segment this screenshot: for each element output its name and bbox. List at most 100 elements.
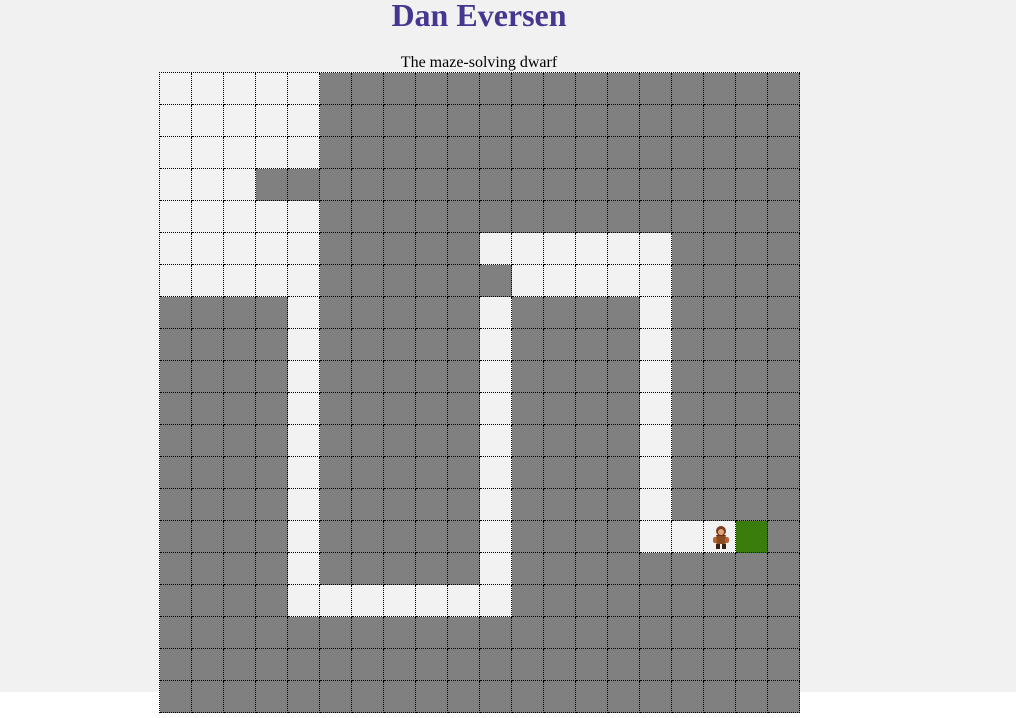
maze-wall-cell [704, 137, 736, 169]
maze-wall-cell [224, 297, 256, 329]
maze-wall-cell [256, 649, 288, 681]
maze-wall-cell [544, 585, 576, 617]
maze-wall-cell [160, 329, 192, 361]
maze-wall-cell [544, 297, 576, 329]
maze-wall-cell [384, 265, 416, 297]
maze-wall-cell [192, 649, 224, 681]
maze-wall-cell [192, 425, 224, 457]
maze-wall-cell [544, 649, 576, 681]
maze-wall-cell [544, 521, 576, 553]
maze-wall-cell [768, 553, 800, 585]
maze-wall-cell [352, 457, 384, 489]
maze-wall-cell [160, 297, 192, 329]
maze-wall-cell [768, 649, 800, 681]
maze-path-cell [576, 265, 608, 297]
maze-wall-cell [608, 105, 640, 137]
maze-path-cell [192, 73, 224, 105]
page-title: Dan Eversen [391, 0, 567, 33]
maze-path-cell [288, 297, 320, 329]
maze-wall-cell [320, 105, 352, 137]
maze-wall-cell [768, 361, 800, 393]
maze-path-cell [512, 233, 544, 265]
maze-wall-cell [480, 649, 512, 681]
maze-wall-cell [384, 649, 416, 681]
maze-wall-cell [224, 649, 256, 681]
maze-wall-cell [608, 169, 640, 201]
maze-wall-cell [384, 457, 416, 489]
maze-wall-cell [672, 393, 704, 425]
maze-wall-cell [608, 393, 640, 425]
maze-wall-cell [768, 201, 800, 233]
maze-wall-cell [576, 361, 608, 393]
maze-wall-cell [256, 393, 288, 425]
maze-wall-cell [672, 233, 704, 265]
maze-wall-cell [608, 329, 640, 361]
maze-wall-cell [608, 521, 640, 553]
maze-wall-cell [672, 361, 704, 393]
maze-path-cell [640, 265, 672, 297]
maze-wall-cell [736, 105, 768, 137]
maze-path-cell [448, 585, 480, 617]
maze-wall-cell [512, 585, 544, 617]
maze-wall-cell [320, 265, 352, 297]
maze-wall-cell [576, 201, 608, 233]
maze-wall-cell [512, 425, 544, 457]
maze-wall-cell [352, 105, 384, 137]
maze-wall-cell [416, 681, 448, 713]
maze-wall-cell [352, 393, 384, 425]
maze-path-cell [256, 137, 288, 169]
maze-wall-cell [416, 73, 448, 105]
maze-wall-cell [288, 617, 320, 649]
maze-wall-cell [544, 169, 576, 201]
maze-wall-cell [768, 105, 800, 137]
maze-wall-cell [384, 233, 416, 265]
maze-wall-cell [608, 425, 640, 457]
maze-wall-cell [608, 649, 640, 681]
maze-wall-cell [256, 681, 288, 713]
maze-wall-cell [544, 553, 576, 585]
maze-wall-cell [288, 169, 320, 201]
maze-path-cell [288, 105, 320, 137]
maze-wall-cell [416, 297, 448, 329]
maze-wall-cell [576, 73, 608, 105]
maze-path-cell [256, 105, 288, 137]
maze-wall-cell [768, 73, 800, 105]
maze-path-cell [224, 201, 256, 233]
maze-wall-cell [480, 137, 512, 169]
maze-wall-cell [448, 617, 480, 649]
maze-wall-cell [256, 329, 288, 361]
maze-wall-cell [320, 521, 352, 553]
maze-wall-cell [736, 233, 768, 265]
maze-wall-cell [320, 553, 352, 585]
maze-wall-cell [384, 137, 416, 169]
maze-wall-cell [192, 617, 224, 649]
maze-wall-cell [704, 265, 736, 297]
maze-wall-cell [320, 393, 352, 425]
maze-wall-cell [544, 457, 576, 489]
maze-wall-cell [768, 585, 800, 617]
maze-wall-cell [160, 393, 192, 425]
maze-path-cell [640, 425, 672, 457]
maze-wall-cell [384, 425, 416, 457]
maze-wall-cell [672, 425, 704, 457]
maze-wall-cell [704, 73, 736, 105]
maze-wall-cell [352, 73, 384, 105]
maze-wall-cell [608, 137, 640, 169]
maze-path-cell [640, 393, 672, 425]
maze-wall-cell [544, 617, 576, 649]
maze-wall-cell [416, 425, 448, 457]
maze-path-cell [160, 265, 192, 297]
maze-wall-cell [352, 201, 384, 233]
maze-wall-cell [672, 553, 704, 585]
maze-wall-cell [512, 681, 544, 713]
maze-path-cell [320, 585, 352, 617]
maze-wall-cell [320, 73, 352, 105]
maze-wall-cell [224, 553, 256, 585]
maze-wall-cell [704, 617, 736, 649]
maze-wall-cell [416, 361, 448, 393]
maze-wall-cell [416, 393, 448, 425]
maze-wall-cell [448, 425, 480, 457]
maze-wall-cell [512, 521, 544, 553]
maze-wall-cell [576, 457, 608, 489]
dwarf-icon [713, 526, 729, 549]
